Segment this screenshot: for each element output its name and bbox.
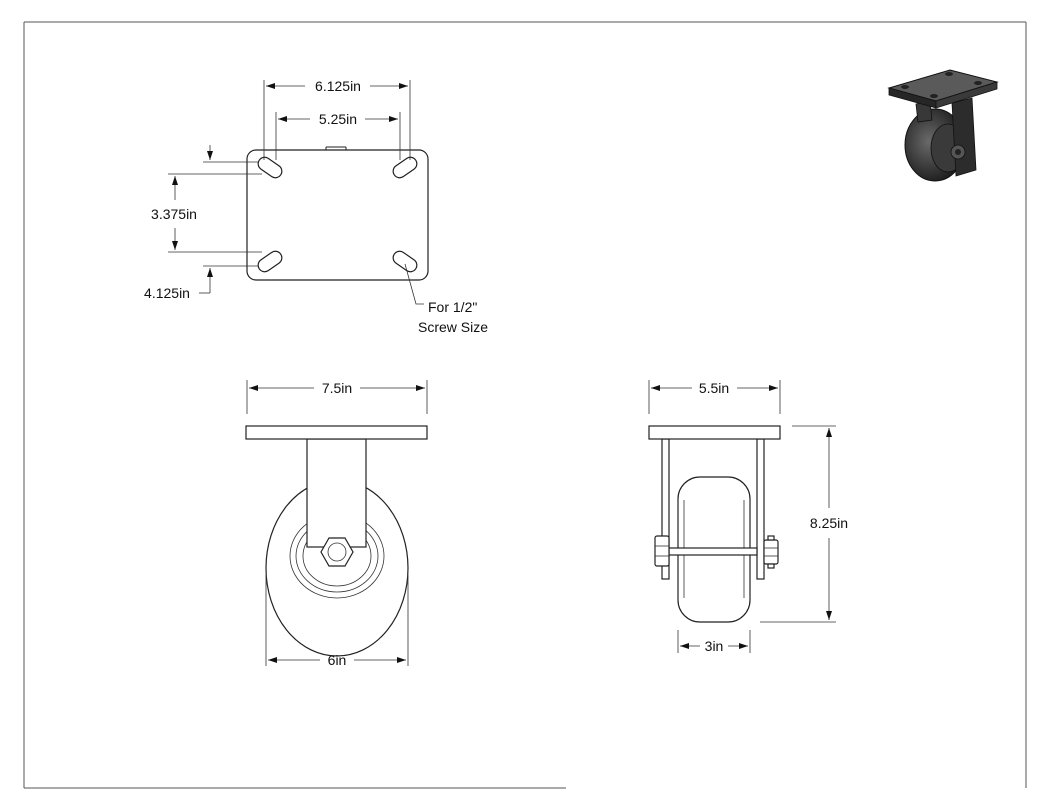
- mounting-plate-outline: [246, 149, 429, 281]
- dim-wheel-diameter-label: 6in: [328, 652, 347, 668]
- screw-note-line2: Screw Size: [418, 319, 488, 335]
- mounting-slot: [392, 156, 418, 179]
- axle-nut-right: [763, 539, 779, 565]
- dim-hole-width-label: 5.25in: [319, 111, 357, 127]
- axle-nut-left: [654, 535, 670, 567]
- mounting-slot: [257, 156, 283, 179]
- fork: [306, 438, 367, 548]
- dim-side-width-label: 5.5in: [699, 380, 729, 396]
- dim-plate-width-label: 7.5in: [322, 380, 352, 396]
- dim-wheel-width-label: 3in: [705, 638, 724, 654]
- dim-hole-height-label: 3.375in: [151, 206, 197, 222]
- side-view: 5.5in 8.25in 3in: [648, 380, 848, 654]
- front-view: 7.5in 6in: [245, 380, 428, 668]
- fork-leg-right: [756, 438, 765, 580]
- screw-note-line1: For 1/2": [428, 299, 477, 315]
- dim-overall-height-label: 4.125in: [144, 285, 190, 301]
- dim-height-label: 8.25in: [810, 515, 848, 531]
- top-view: 6.125in 5.25in 3.375in 4.125in For 1/2" …: [144, 78, 488, 335]
- caster-iso-view: [887, 69, 999, 182]
- mounting-slot: [392, 250, 418, 273]
- dim-overall-width-label: 6.125in: [315, 78, 361, 94]
- mounting-slot: [257, 250, 283, 273]
- sheet-border: [23, 21, 1027, 789]
- axle-nut: [320, 537, 354, 567]
- top-plate: [245, 425, 428, 440]
- top-plate-side: [648, 425, 781, 440]
